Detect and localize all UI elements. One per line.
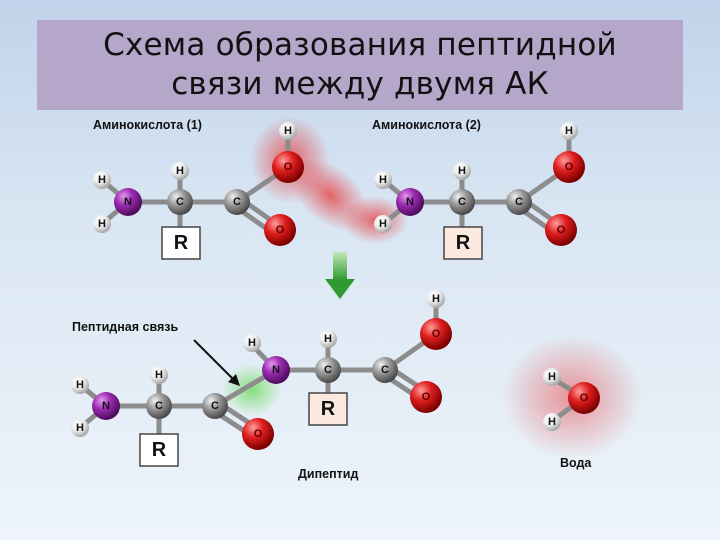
hydrogen-atom: H <box>71 419 89 437</box>
label-peptide-bond: Пептидная связь <box>72 320 178 334</box>
svg-text:H: H <box>76 379 84 391</box>
svg-text:O: O <box>276 224 285 236</box>
svg-text:N: N <box>406 196 414 208</box>
svg-text:N: N <box>102 400 110 412</box>
nitrogen-atom: N <box>396 188 424 216</box>
svg-text:C: C <box>176 196 184 208</box>
hydrogen-atom: H <box>71 376 89 394</box>
hydrogen-atom: H <box>453 162 471 180</box>
svg-text:H: H <box>76 422 84 434</box>
hydrogen-atom: H <box>93 215 111 233</box>
label-dipeptide: Дипептид <box>298 467 358 481</box>
molecule-water: O H H <box>543 368 600 431</box>
svg-text:H: H <box>565 125 573 137</box>
nitrogen-atom: N <box>262 356 290 384</box>
svg-text:H: H <box>432 293 440 305</box>
svg-text:C: C <box>381 364 389 376</box>
svg-text:H: H <box>98 218 106 230</box>
carbon-atom: C <box>167 189 193 215</box>
hydrogen-atom: H <box>150 366 168 384</box>
title-line-1: Схема образования пептидной <box>103 27 617 63</box>
molecule-dipeptide: R R N C C O N C C O O H H H H H H <box>71 290 452 467</box>
oxygen-atom: O <box>420 318 452 350</box>
carbon-atom: C <box>506 189 532 215</box>
hydrogen-atom: H <box>243 334 261 352</box>
svg-text:O: O <box>557 224 566 236</box>
svg-text:C: C <box>324 364 332 376</box>
svg-text:R: R <box>174 232 189 254</box>
carbon-atom: C <box>372 357 398 383</box>
label-amino-acid-2: Аминокислота (2) <box>372 118 481 132</box>
oxygen-atom: O <box>242 418 274 450</box>
oxygen-atom: O <box>272 151 304 183</box>
hydrogen-atom: H <box>374 171 392 189</box>
svg-text:R: R <box>152 439 167 461</box>
rbox-1: R <box>161 226 201 260</box>
svg-text:C: C <box>233 196 241 208</box>
oxygen-atom: O <box>264 214 296 246</box>
oxygen-atom: O <box>568 382 600 414</box>
hydrogen-atom: H <box>543 413 561 431</box>
hydrogen-atom: H <box>171 162 189 180</box>
nitrogen-atom: N <box>114 188 142 216</box>
carbon-atom: C <box>449 189 475 215</box>
oxygen-atom: O <box>545 214 577 246</box>
hydrogen-atom: H <box>427 290 445 308</box>
svg-text:O: O <box>580 392 589 404</box>
carbon-atom: C <box>224 189 250 215</box>
rbox-3: R <box>308 392 348 426</box>
svg-text:C: C <box>458 196 466 208</box>
oxygen-atom: O <box>553 151 585 183</box>
svg-text:H: H <box>379 174 387 186</box>
label-water: Вода <box>560 456 592 470</box>
title-line-2: связи между двумя АК <box>171 66 549 102</box>
svg-text:O: O <box>422 391 431 403</box>
hydrogen-atom: H <box>319 330 337 348</box>
hydrogen-atom: H <box>279 122 297 140</box>
molecule-amino-acid-1: R N C C O O H H H H <box>93 122 304 260</box>
nitrogen-atom: N <box>92 392 120 420</box>
carbon-atom: C <box>146 393 172 419</box>
carbon-atom: C <box>202 393 228 419</box>
svg-text:N: N <box>124 196 132 208</box>
svg-text:C: C <box>155 400 163 412</box>
svg-text:H: H <box>284 125 292 137</box>
oxygen-atom: O <box>410 381 442 413</box>
hydrogen-atom: H <box>560 122 578 140</box>
rbox-2: R <box>443 226 483 260</box>
label-amino-acid-1: Аминокислота (1) <box>93 118 202 132</box>
svg-text:O: O <box>254 428 263 440</box>
svg-text:R: R <box>456 232 471 254</box>
svg-text:H: H <box>98 174 106 186</box>
svg-text:H: H <box>176 165 184 177</box>
svg-text:R: R <box>321 398 336 420</box>
svg-text:O: O <box>565 161 574 173</box>
svg-text:H: H <box>155 369 163 381</box>
carbon-atom: C <box>315 357 341 383</box>
svg-text:H: H <box>548 416 556 428</box>
svg-text:H: H <box>548 371 556 383</box>
rbox-4: R <box>139 433 179 467</box>
reaction-arrow <box>325 252 355 299</box>
peptide-bond-pointer <box>193 339 240 386</box>
svg-text:C: C <box>515 196 523 208</box>
molecule-amino-acid-2: R N C C O O H H H H <box>374 122 585 260</box>
svg-text:H: H <box>248 337 256 349</box>
svg-text:H: H <box>379 218 387 230</box>
svg-text:C: C <box>211 400 219 412</box>
hydrogen-atom: H <box>543 368 561 386</box>
svg-text:O: O <box>432 328 441 340</box>
svg-text:H: H <box>458 165 466 177</box>
hydrogen-atom: H <box>93 171 111 189</box>
svg-text:O: O <box>284 161 293 173</box>
svg-text:H: H <box>324 333 332 345</box>
svg-text:N: N <box>272 364 280 376</box>
hydrogen-atom: H <box>374 215 392 233</box>
title-banner: Схема образования пептидной связи между … <box>37 20 683 110</box>
